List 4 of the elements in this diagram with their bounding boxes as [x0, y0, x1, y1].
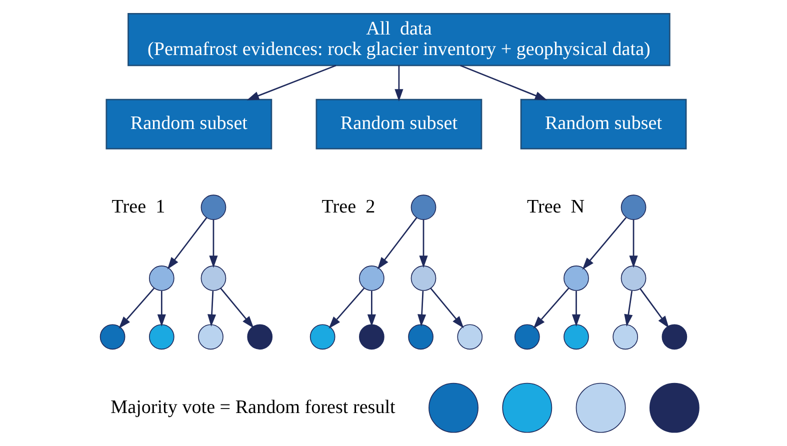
label: Tree N — [527, 196, 585, 218]
label: Majority vote = Random forest result — [110, 396, 396, 418]
label: Tree 1 — [112, 196, 166, 218]
label: Tree 2 — [322, 196, 376, 218]
